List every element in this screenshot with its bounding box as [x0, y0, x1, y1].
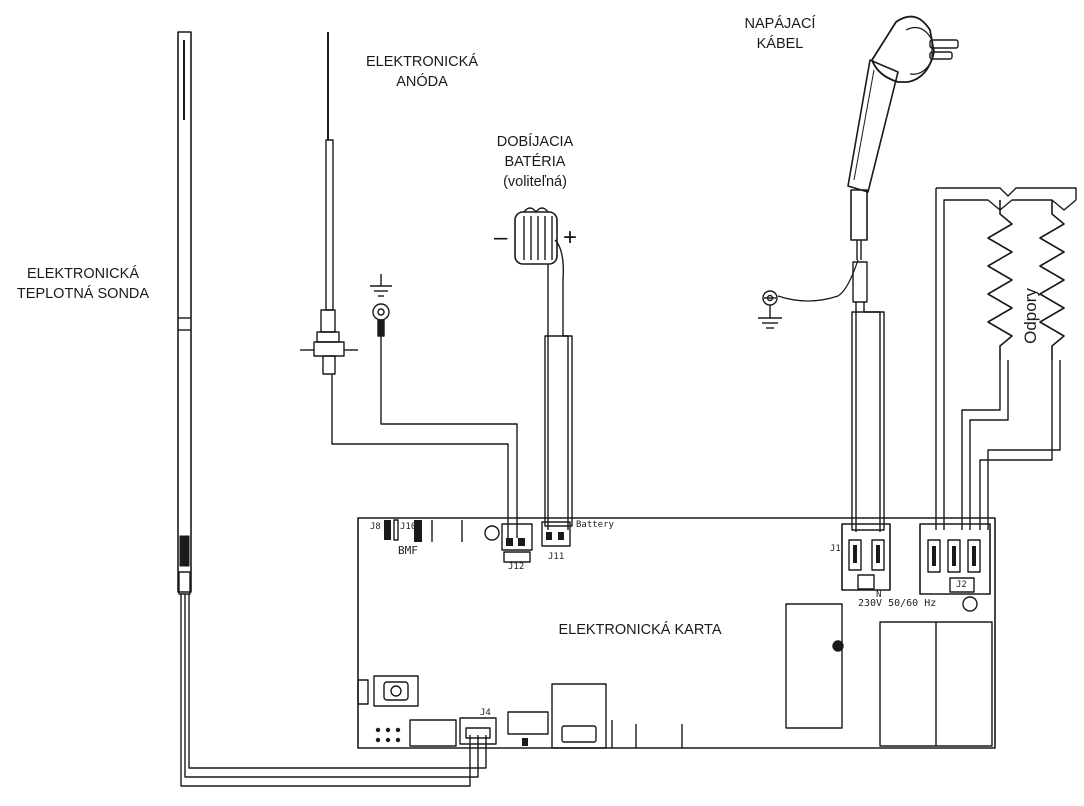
mark-j4: J4 — [480, 708, 491, 718]
mark-n: N — [876, 590, 882, 600]
temp-probe-label-line-1: ELEKTRONICKÁ — [27, 266, 139, 282]
power-plug — [847, 15, 959, 193]
mark-j11: J11 — [548, 552, 565, 562]
battery-label-line-2: BATÉRIA — [504, 154, 566, 170]
resistor-bracket — [935, 187, 1077, 530]
mark-j8: J8 — [370, 522, 381, 532]
battery-plus: + — [563, 224, 578, 251]
mark-j1: J1 — [830, 544, 841, 554]
anode-label-line-2: ANÓDA — [396, 74, 448, 90]
anode-label: ELEKTRONICKÁ ANÓDA — [352, 52, 492, 92]
battery — [514, 207, 565, 281]
battery-label-line-3: (voliteľná) — [503, 174, 567, 190]
mark-j2: J2 — [956, 580, 967, 590]
probe-wires — [180, 594, 487, 787]
resistor-1 — [987, 200, 1013, 360]
ground-terminal-anode — [370, 274, 392, 337]
mark-j12: J12 — [508, 562, 525, 572]
ground-wire-anode — [380, 336, 518, 538]
power-cable — [777, 189, 885, 532]
electronic-anode — [300, 32, 358, 375]
battery-wire-2 — [562, 280, 569, 530]
resistor-wires — [961, 360, 1061, 530]
resistors-label: Odpory — [1021, 288, 1040, 344]
electronic-board — [357, 517, 996, 749]
temp-probe-label: ELEKTRONICKÁ TEPLOTNÁ SONDA — [8, 264, 158, 304]
mark-voltage: 230V 50/60 Hz — [858, 598, 937, 609]
board-label: ELEKTRONICKÁ KARTA — [558, 622, 722, 638]
mark-j10: J10 — [400, 522, 417, 532]
battery-label-line-1: DOBÍJACIA — [496, 134, 574, 150]
battery-minus: – — [494, 224, 508, 251]
resistor-2 — [1039, 200, 1065, 360]
power-cable-label-line-2: KÁBEL — [756, 36, 804, 52]
anode-label-line-1: ELEKTRONICKÁ — [366, 54, 478, 70]
mark-battery: Battery — [576, 520, 614, 530]
power-cable-label-line-1: NAPÁJACÍ — [744, 16, 816, 32]
anode-wire — [331, 374, 509, 538]
ground-terminal-power — [758, 290, 782, 329]
temp-probe-label-line-2: TEPLOTNÁ SONDA — [16, 286, 150, 302]
battery-wire-sheath — [544, 335, 573, 527]
mark-bmf: BMF — [398, 544, 418, 557]
power-cable-label: NAPÁJACÍ KÁBEL — [720, 14, 840, 54]
temperature-probe — [177, 31, 192, 595]
battery-label: DOBÍJACIA BATÉRIA (voliteľná) — [470, 132, 600, 192]
